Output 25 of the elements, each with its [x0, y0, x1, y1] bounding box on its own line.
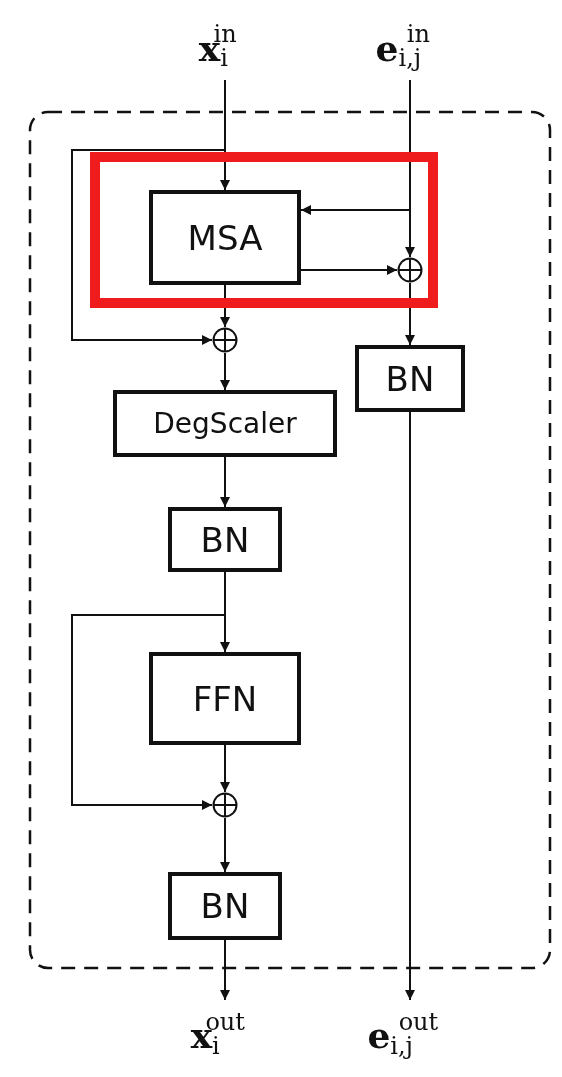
arrow: [220, 744, 230, 793]
sum-node-icon: [212, 327, 238, 353]
process-box: [168, 872, 282, 940]
box-label: DegScaler: [153, 407, 297, 440]
arrow: [220, 352, 230, 391]
process-box: [168, 507, 282, 572]
box-label: BN: [200, 519, 250, 560]
arrow: [300, 265, 398, 275]
process-box: [355, 345, 465, 412]
arrow: [220, 284, 230, 328]
process-box: [149, 652, 301, 745]
arrow: [405, 282, 415, 346]
box-label: MSA: [187, 217, 263, 258]
arrow: [220, 456, 230, 508]
arrow: [71, 79, 226, 345]
box-label: BN: [385, 358, 435, 399]
sum-node-icon: [397, 257, 423, 283]
box-label: FFN: [192, 678, 258, 719]
box-label: BN: [200, 886, 250, 926]
process-box: [149, 190, 301, 285]
arrow: [220, 817, 230, 873]
arrow: [405, 411, 415, 1001]
arrow: [220, 939, 230, 1001]
process-box: [113, 390, 337, 457]
sum-node-icon: [212, 792, 238, 818]
